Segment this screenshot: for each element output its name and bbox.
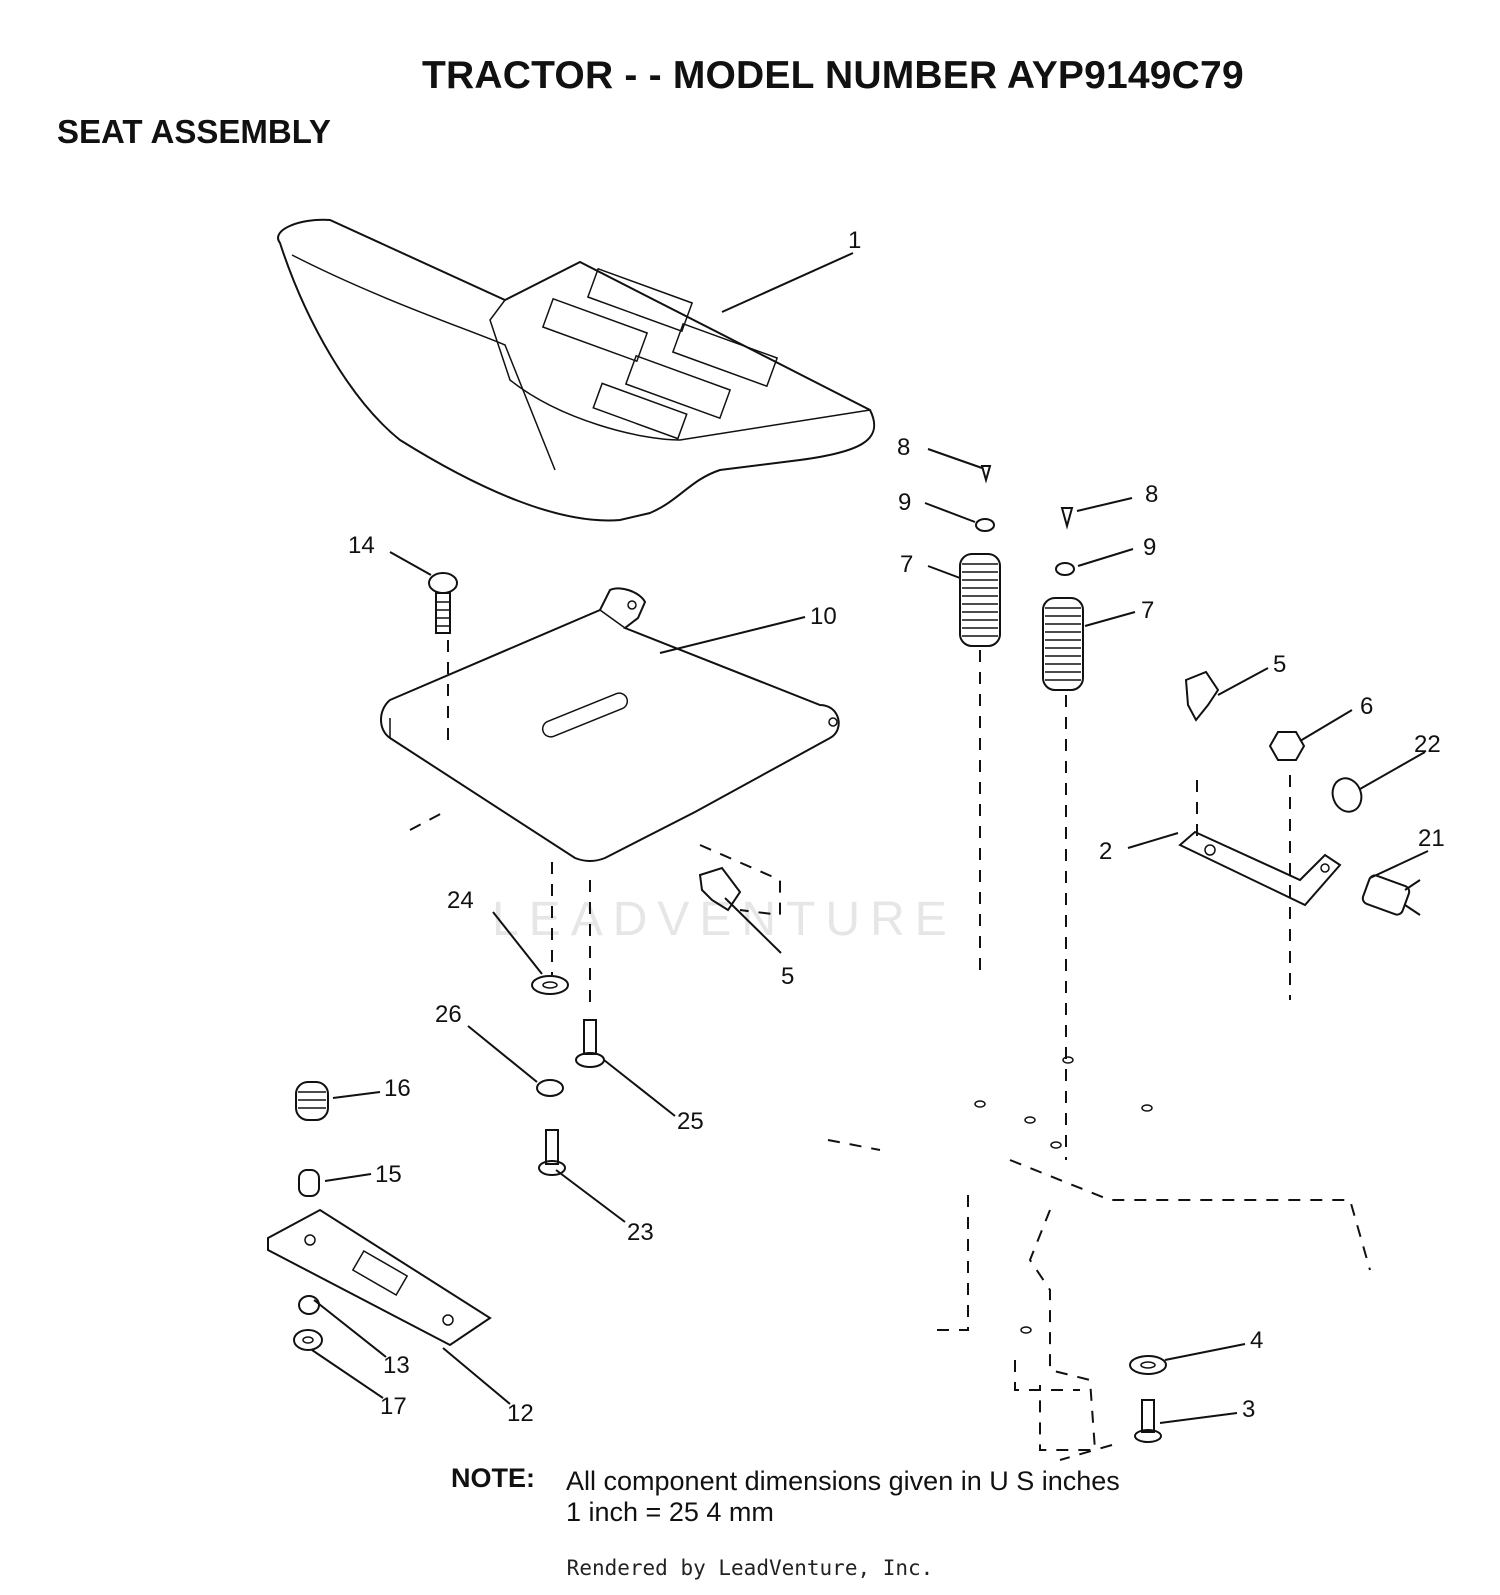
spring-right-part — [1042, 597, 1084, 691]
bolt-3-part — [1134, 1399, 1162, 1443]
page-title: TRACTOR - - MODEL NUMBER AYP9149C79 — [422, 54, 1244, 97]
seat-pan-part — [380, 587, 840, 862]
callout-1: 1 — [848, 227, 861, 254]
callout-22: 22 — [1414, 731, 1441, 758]
callout-10: 10 — [810, 603, 837, 630]
section-title: SEAT ASSEMBLY — [57, 113, 331, 150]
callout-3: 3 — [1242, 1396, 1255, 1423]
callout-23: 23 — [627, 1219, 654, 1246]
seat-part — [277, 218, 876, 522]
nut-part — [1268, 731, 1306, 761]
callout-17: 17 — [380, 1393, 407, 1420]
callout-21: 21 — [1418, 825, 1445, 852]
callout-numbers: 1 8 9 7 8 9 7 14 10 5 6 22 2 21 24 5 26 … — [348, 227, 1445, 1427]
nut-13-part — [298, 1295, 320, 1315]
callout-5-upper: 5 — [1273, 651, 1286, 678]
frame-outline — [409, 640, 1371, 1461]
washer-26-part — [536, 1079, 564, 1097]
clip-part-upper — [1184, 670, 1220, 722]
screw-23-part — [538, 1129, 566, 1176]
switch-part — [1361, 874, 1421, 916]
callout-16: 16 — [384, 1075, 411, 1102]
clip-part-lower — [698, 866, 742, 912]
leader-lines — [311, 252, 1429, 1424]
callout-2: 2 — [1099, 838, 1112, 865]
callout-8-left: 8 — [897, 434, 910, 461]
callout-12: 12 — [507, 1400, 534, 1427]
note-label: NOTE: — [451, 1463, 535, 1493]
footer-credit: Rendered by LeadVenture, Inc. — [566, 1556, 934, 1580]
spring-left-part — [959, 553, 1001, 647]
callout-7-right: 7 — [1141, 597, 1154, 624]
callout-9-left: 9 — [898, 489, 911, 516]
mounting-plate-part — [267, 1208, 492, 1347]
callout-5-lower: 5 — [781, 963, 794, 990]
callout-13: 13 — [383, 1352, 410, 1379]
note-line-1: All component dimensions given in U S in… — [566, 1466, 1120, 1496]
knob-part — [1331, 777, 1363, 813]
washer-24-part — [531, 975, 569, 995]
cotter-pin-right-part — [1055, 507, 1075, 576]
callout-4: 4 — [1250, 1327, 1263, 1354]
carriage-bolt-part — [428, 572, 458, 634]
bracket-part — [1178, 830, 1342, 907]
note-line-2: 1 inch = 25 4 mm — [566, 1497, 774, 1527]
callout-25: 25 — [677, 1108, 704, 1135]
callout-9-right: 9 — [1143, 534, 1156, 561]
watermark-text: LEADVENTURE — [492, 893, 957, 946]
callout-24: 24 — [447, 887, 474, 914]
cotter-pin-left-part — [975, 465, 995, 532]
screw-25-part — [575, 1019, 605, 1068]
callout-8-right: 8 — [1145, 481, 1158, 508]
callout-15: 15 — [375, 1161, 402, 1188]
spacer-15-part — [298, 1169, 320, 1197]
callout-14: 14 — [348, 532, 375, 559]
bumper-16-part — [295, 1081, 329, 1121]
callout-7-left: 7 — [900, 551, 913, 578]
washer-4-part — [1129, 1355, 1167, 1375]
callout-26: 26 — [435, 1001, 462, 1028]
washer-17-part — [293, 1329, 323, 1351]
callout-6: 6 — [1360, 693, 1373, 720]
